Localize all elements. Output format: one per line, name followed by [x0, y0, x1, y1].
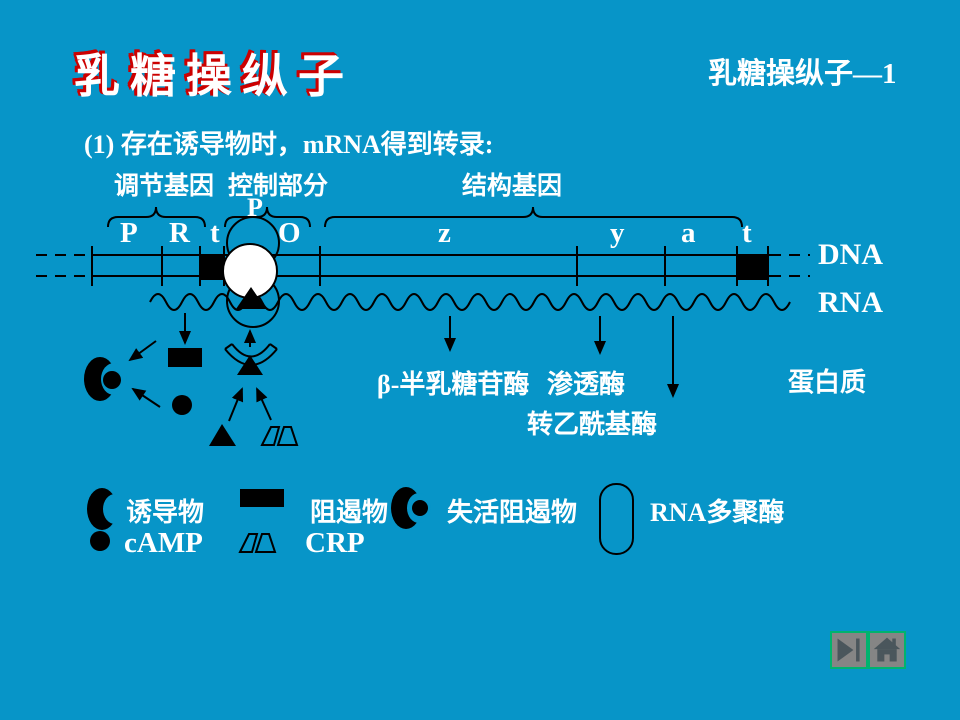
transacetylase-label: 转乙酰基酶 [527, 410, 658, 439]
gene-letter-P: P [120, 217, 138, 249]
repressor-branch [84, 313, 202, 415]
inactivated-repressor-icon [391, 487, 431, 529]
region-braces [107, 206, 743, 228]
dna-segment-ticks [91, 246, 769, 286]
legend-inducer-label: 诱导物 [126, 498, 205, 527]
protein-label: 蛋白质 [788, 368, 867, 397]
control-region-label: 控制部分 [228, 173, 329, 200]
slideshow-nav [830, 631, 906, 669]
gene-letter-y: y [610, 217, 625, 249]
legend-camp-label: cAMP [124, 527, 203, 559]
promoter-label: P [247, 193, 263, 222]
rna-strand-label: RNA [818, 286, 883, 319]
polymerase-top-circle [226, 216, 280, 270]
gene-letter-z: z [438, 217, 451, 249]
legend-crp-label: CRP [305, 527, 365, 559]
gene-letter-t1: t [210, 217, 220, 249]
activation-branch [209, 329, 299, 446]
gene-letter-R: R [169, 217, 190, 249]
camp-dot-icon [90, 531, 110, 551]
beta-galactosidase-label: β-半乳糖苷酶 [377, 370, 530, 399]
page-label: 乳糖操纵子—1 [708, 58, 897, 90]
next-slide-icon [837, 638, 860, 662]
terminator-block-left [200, 254, 224, 280]
legend-inactivated-repressor-label: 失活阻遏物 [447, 498, 578, 527]
terminator-block-right [737, 254, 768, 280]
regulatory-gene-label: 调节基因 [114, 173, 215, 200]
inducer-triangle [209, 424, 236, 446]
dna-strand-label: DNA [818, 238, 883, 271]
crp-shape [260, 426, 299, 446]
inactivated-repressor-shape [84, 357, 127, 401]
camp-crp-complex-shape [224, 343, 278, 375]
structural-genes-label: 结构基因 [462, 173, 563, 200]
next-slide-button[interactable] [830, 631, 868, 669]
legend-rna-polymerase-label: RNA多聚酶 [650, 498, 785, 527]
home-icon [873, 637, 901, 662]
dna-strand-lines [36, 254, 810, 277]
permease-label: 渗透酶 [547, 370, 626, 399]
home-button[interactable] [868, 631, 906, 669]
subtitle: (1) 存在诱导物时，mRNA得到转录: [84, 130, 494, 159]
polymerase-bottom-circle [226, 274, 280, 328]
repressor-shape [168, 348, 202, 367]
camp-dot [172, 395, 192, 415]
crp-trapezoid-icon [238, 533, 277, 553]
gene-letter-t2: t [742, 217, 752, 249]
rna-polymerase-capsule-icon [599, 483, 634, 555]
gene-letter-O: O [278, 217, 301, 249]
rna-wavy-line [149, 293, 791, 311]
legend-repressor-label: 阻遏物 [310, 498, 389, 527]
bound-factor-triangle [236, 287, 266, 309]
polymerase-body-circle [222, 243, 278, 299]
structural-genes-brace [324, 206, 743, 228]
inducer-crescent-icon [87, 488, 127, 530]
slide-title: 乳糖操纵子 [74, 51, 354, 102]
rna-polymerase-complex [222, 216, 280, 328]
gene-letter-a: a [681, 217, 696, 249]
repressor-rectangle-icon [240, 489, 284, 507]
